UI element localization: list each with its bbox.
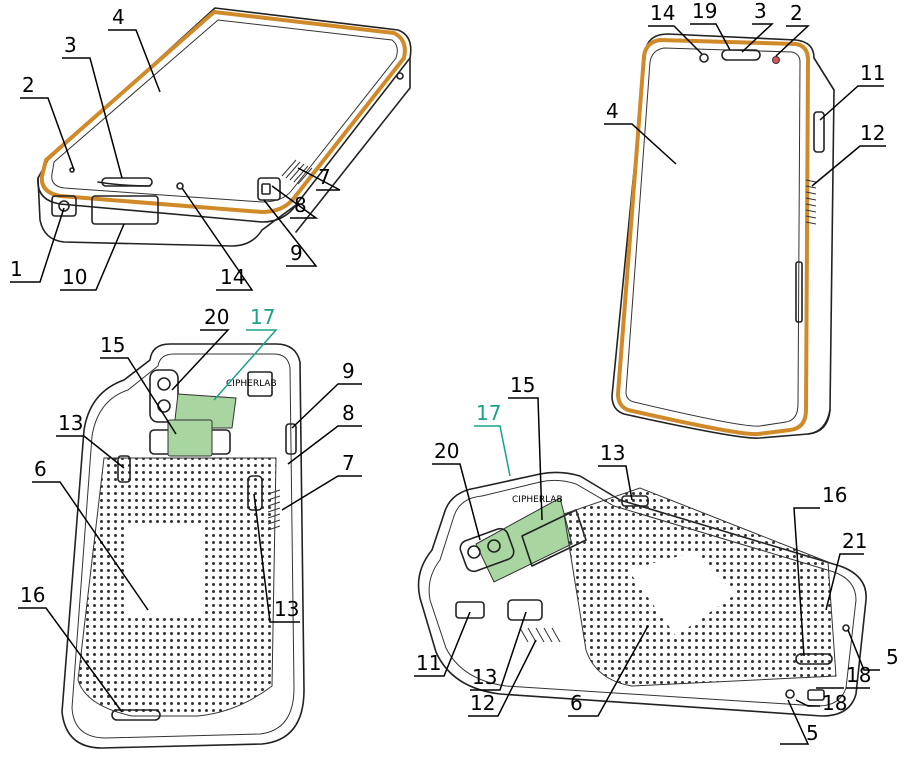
brand-logo-c: CIPHERLAB bbox=[226, 379, 277, 389]
callout-a-14: 14 bbox=[220, 265, 245, 289]
callout-d-12: 12 bbox=[470, 691, 495, 715]
callout-c-7: 7 bbox=[342, 451, 355, 475]
view-back-upright: CIPHERLAB 20 17 15 9 13 8 6 7 16 13 bbox=[18, 305, 362, 749]
callout-c-6: 6 bbox=[34, 457, 47, 481]
callout-c-9: 9 bbox=[342, 359, 355, 383]
callout-c-15: 15 bbox=[100, 333, 125, 357]
callout-a-8: 8 bbox=[294, 193, 307, 217]
callout-b-2: 2 bbox=[790, 1, 803, 25]
view-front-tilted: 1 2 3 4 7 8 9 10 14 bbox=[10, 5, 412, 291]
callout-c-17: 17 bbox=[250, 305, 275, 329]
callout-b-3: 3 bbox=[754, 0, 767, 23]
callout-d-6: 6 bbox=[570, 691, 583, 715]
callout-a-10: 10 bbox=[62, 265, 87, 289]
callout-a-9: 9 bbox=[290, 241, 303, 265]
callout-d-16: 16 bbox=[822, 483, 847, 507]
callout-b-12: 12 bbox=[860, 121, 885, 145]
callout-a-4: 4 bbox=[112, 5, 125, 29]
view-back-lying: CIPHERLAB 17 15 20 13 16 21 11 1 bbox=[414, 373, 899, 745]
callout-d-18a: 18 bbox=[846, 663, 871, 687]
callout-b-11: 11 bbox=[860, 61, 885, 85]
callout-a-1: 1 bbox=[10, 257, 23, 281]
callout-a-7: 7 bbox=[318, 165, 331, 189]
callout-c-8: 8 bbox=[342, 401, 355, 425]
callout-c-16: 16 bbox=[20, 583, 45, 607]
callout-a-3: 3 bbox=[64, 33, 77, 57]
brand-logo-d: CIPHERLAB bbox=[512, 495, 563, 505]
callout-d-15: 15 bbox=[510, 373, 535, 397]
callout-c-13a: 13 bbox=[58, 411, 83, 435]
callout-b-14: 14 bbox=[650, 1, 675, 25]
callout-d-21: 21 bbox=[842, 529, 867, 553]
callout-d-20: 20 bbox=[434, 439, 459, 463]
callout-d-13b: 13 bbox=[472, 665, 497, 689]
callout-d-13a: 13 bbox=[600, 441, 625, 465]
callout-d-5b: 5 bbox=[806, 721, 819, 745]
callout-c-20: 20 bbox=[204, 305, 229, 329]
callout-b-4: 4 bbox=[606, 99, 619, 123]
callout-d-18b: 18 bbox=[822, 691, 847, 715]
callout-d-5a: 5 bbox=[886, 645, 899, 669]
callout-d-17: 17 bbox=[476, 401, 501, 425]
callout-a-2: 2 bbox=[22, 73, 35, 97]
callout-c-13b: 13 bbox=[274, 597, 299, 621]
callout-b-19: 19 bbox=[692, 0, 717, 23]
callout-d-11: 11 bbox=[416, 651, 441, 675]
view-front-upright: 14 19 3 2 11 12 4 bbox=[604, 0, 886, 439]
